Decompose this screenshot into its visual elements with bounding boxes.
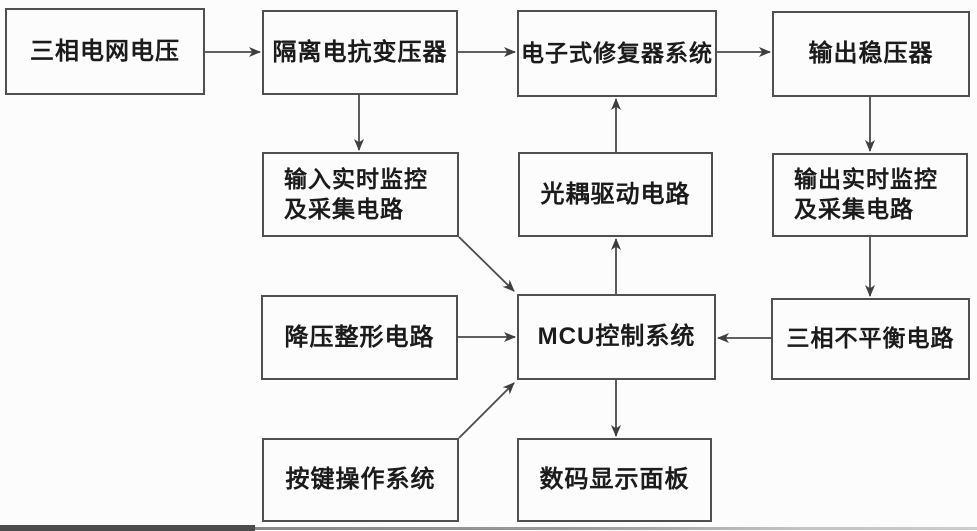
node-label: 光耦驱动电路: [540, 180, 691, 208]
bottom-border-thin: [255, 527, 977, 530]
node-label-line1: 输入实时监控: [284, 165, 428, 192]
node-label: 三相不平衡电路: [786, 325, 955, 352]
node-isolation-reactance-transformer: 隔离电抗变压器: [262, 10, 458, 95]
node-step-down-shaping-circuit: 降压整形电路: [261, 295, 458, 380]
node-label: 输出稳压器: [808, 40, 934, 68]
node-label-line2: 及采集电路: [284, 195, 404, 222]
node-three-phase-grid-voltage: 三相电网电压: [5, 8, 205, 95]
node-digital-display-panel: 数码显示面板: [517, 438, 712, 522]
bottom-border-thick: [0, 525, 255, 531]
node-label-line1: 输出实时监控: [794, 166, 938, 193]
node-output-voltage-stabilizer: 输出稳压器: [772, 11, 970, 97]
node-key-operation-system: 按键操作系统: [262, 438, 459, 522]
node-optocoupler-drive-circuit: 光耦驱动电路: [518, 152, 713, 237]
node-label: 三相电网电压: [30, 37, 180, 65]
node-label: 数码显示面板: [539, 466, 690, 494]
node-label: 隔离电抗变压器: [272, 38, 448, 66]
node-label: MCU控制系统: [537, 323, 696, 351]
node-label-line2: 及采集电路: [794, 196, 914, 222]
node-label: 电子式修复器系统: [521, 39, 713, 66]
node-output-realtime-monitoring: 输出实时监控 及采集电路: [772, 153, 968, 237]
node-input-realtime-monitoring: 输入实时监控 及采集电路: [262, 152, 459, 237]
node-label: 按键操作系统: [285, 466, 436, 494]
edge-input-monitor-to-mcu: [458, 236, 515, 292]
node-label: 降压整形电路: [284, 323, 435, 351]
node-mcu-control-system: MCU控制系统: [517, 294, 716, 380]
node-electronic-restorer-system: 电子式修复器系统: [517, 10, 717, 97]
edge-keys-to-mcu: [458, 382, 515, 439]
node-three-phase-imbalance-circuit: 三相不平衡电路: [771, 298, 970, 380]
